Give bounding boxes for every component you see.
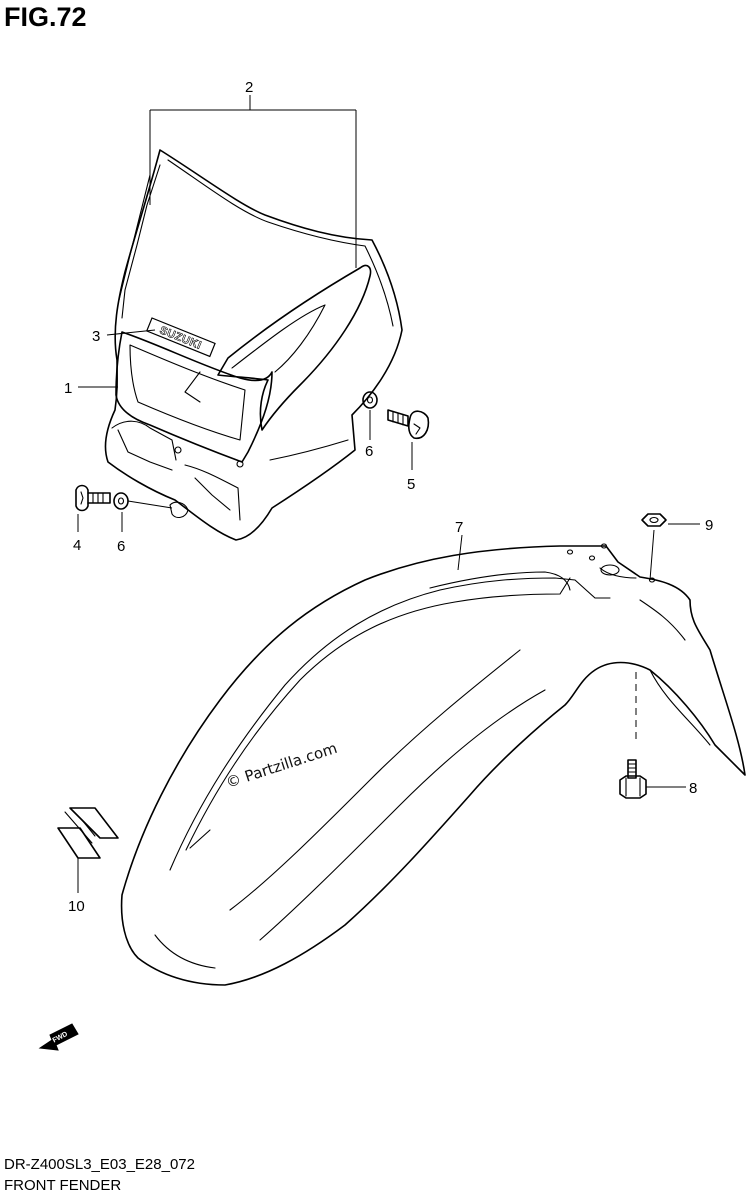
screw-5[interactable] bbox=[387, 409, 430, 440]
nut-9[interactable] bbox=[641, 513, 667, 527]
callout-1: 1 bbox=[64, 380, 72, 397]
footer-diagram-name: FRONT FENDER bbox=[4, 1177, 122, 1194]
callout-2: 2 bbox=[245, 79, 253, 96]
callout-6-left: 6 bbox=[117, 538, 125, 555]
washer-6-left[interactable] bbox=[113, 492, 129, 510]
suzuki-emblem[interactable]: SUZUKI bbox=[145, 317, 216, 358]
watermark: © Partzilla.com bbox=[224, 739, 340, 792]
callout-5: 5 bbox=[407, 476, 415, 493]
callout-3: 3 bbox=[92, 328, 100, 345]
callout-4: 4 bbox=[73, 537, 81, 554]
bolt-8[interactable] bbox=[619, 759, 647, 799]
callout-7: 7 bbox=[455, 519, 463, 536]
figure-title: FIG.72 bbox=[4, 2, 87, 32]
screw-4[interactable] bbox=[75, 484, 111, 512]
forward-arrow-icon: FWD bbox=[38, 1023, 79, 1051]
washer-6-right[interactable] bbox=[362, 391, 378, 409]
headlight-cowl[interactable] bbox=[104, 149, 403, 541]
front-fender[interactable] bbox=[120, 543, 746, 986]
suzuki-decal[interactable] bbox=[57, 807, 119, 859]
callout-8: 8 bbox=[689, 780, 697, 797]
footer-diagram-code: DR-Z400SL3_E03_E28_072 bbox=[4, 1156, 195, 1173]
callout-6-right: 6 bbox=[365, 443, 373, 460]
callout-9: 9 bbox=[705, 517, 713, 534]
callout-10: 10 bbox=[68, 898, 85, 915]
